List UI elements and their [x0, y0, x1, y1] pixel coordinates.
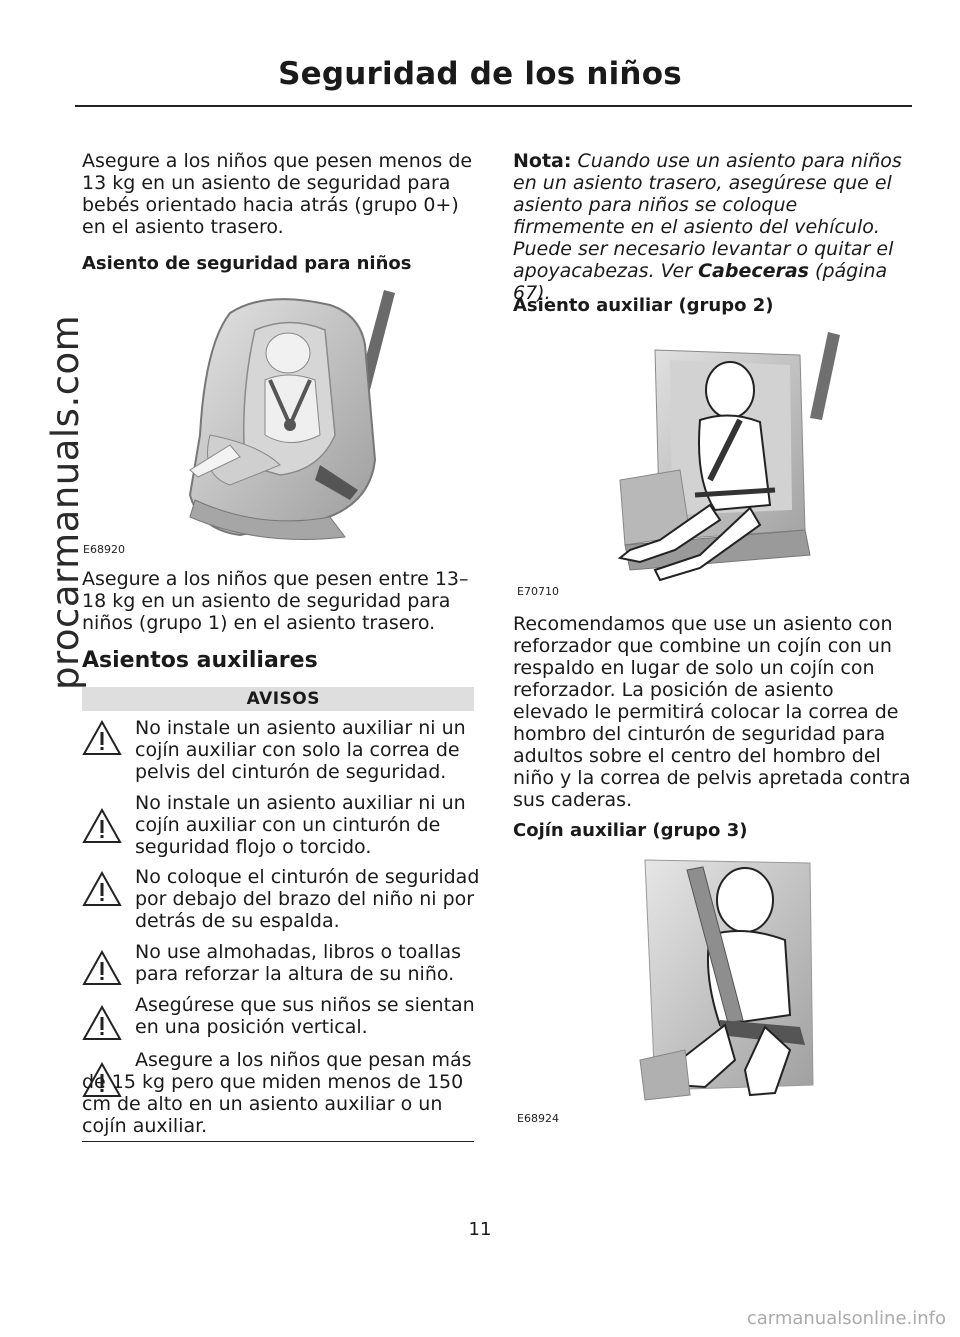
bottom-watermark: carmanualsonline.info	[746, 1308, 946, 1329]
warning-text-4: No use almohadas, libros o toallas para …	[135, 941, 462, 985]
booster-seat-group2-illustration	[617, 332, 840, 582]
warning-text-3: No coloque el cinturón de seguridad por …	[135, 866, 480, 932]
booster-recommendation-paragraph: Recomendamos que use un asiento con refo…	[513, 613, 911, 811]
warning-triangle-icon	[82, 1005, 122, 1040]
warning-triangle-icon	[82, 950, 122, 985]
heading-booster-cushion-group3: Cojín auxiliar (grupo 3)	[513, 820, 748, 841]
page-title: Seguridad de los niños	[278, 56, 682, 92]
page-number: 11	[468, 1219, 492, 1240]
warning-triangle-icon	[82, 808, 122, 843]
header-rule	[75, 105, 912, 107]
warning-triangle-icon	[82, 1062, 122, 1097]
group1-paragraph: Asegure a los niños que pesen entre 13–1…	[82, 568, 469, 634]
figure-code-e70710: E70710	[517, 585, 559, 598]
heading-booster-group2: Asiento auxiliar (grupo 2)	[513, 295, 774, 316]
bottom-rule	[82, 1141, 474, 1142]
heading-booster-seats: Asientos auxiliares	[82, 648, 318, 673]
child-seat-illustration	[188, 290, 395, 540]
warning-text-2: No instale un asiento auxiliar ni un coj…	[135, 792, 466, 858]
warning-text-6: Asegure a los niños que pesan más de 15 …	[82, 1049, 472, 1137]
intro-paragraph: Asegure a los niños que pesen menos de 1…	[82, 150, 473, 238]
heading-child-seat: Asiento de seguridad para niños	[82, 253, 412, 274]
warning-triangle-icon	[82, 720, 122, 755]
warnings-title: AVISOS	[246, 689, 320, 709]
figure-code-e68924: E68924	[517, 1112, 559, 1125]
side-watermark: procarmanuals.com	[44, 314, 87, 690]
warning-text-5: Asegúrese que sus niños se sientan en un…	[135, 994, 475, 1038]
figure-code-e68920: E68920	[83, 543, 125, 556]
nota-paragraph: Nota: Cuando use un asiento para niños e…	[513, 150, 911, 304]
nota-label: Nota:	[513, 150, 572, 172]
nota-text: Cuando use un asiento para niños en un a…	[513, 150, 902, 282]
warnings-header: AVISOS	[82, 687, 474, 711]
nota-link-cabeceras[interactable]: Cabeceras	[698, 260, 809, 282]
warning-text-1: No instale un asiento auxiliar ni un coj…	[135, 717, 466, 783]
booster-cushion-group3-illustration	[639, 859, 814, 1101]
nota-page-ref: (página 67).	[513, 260, 888, 304]
warning-triangle-icon	[82, 871, 122, 906]
